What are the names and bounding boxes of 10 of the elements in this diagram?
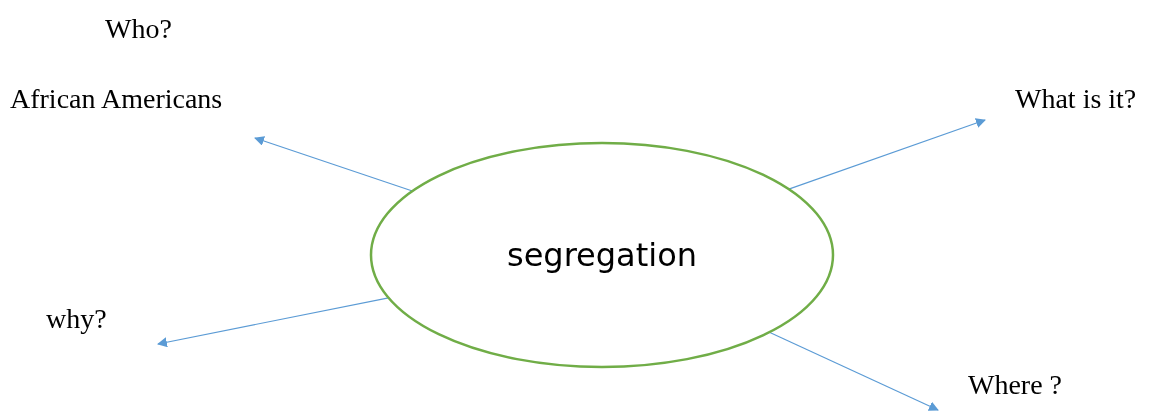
question-heading: Who? [105, 13, 172, 45]
question-label: why? [46, 303, 107, 335]
question-label: What is it? [1015, 83, 1137, 115]
question-label: African Americans [10, 83, 223, 115]
arrow [768, 331, 939, 411]
arrow [254, 136, 413, 192]
arrow [788, 118, 986, 190]
arrow [157, 297, 390, 348]
question-label: Where ? [968, 369, 1063, 401]
topic-label: segregation [507, 236, 697, 274]
